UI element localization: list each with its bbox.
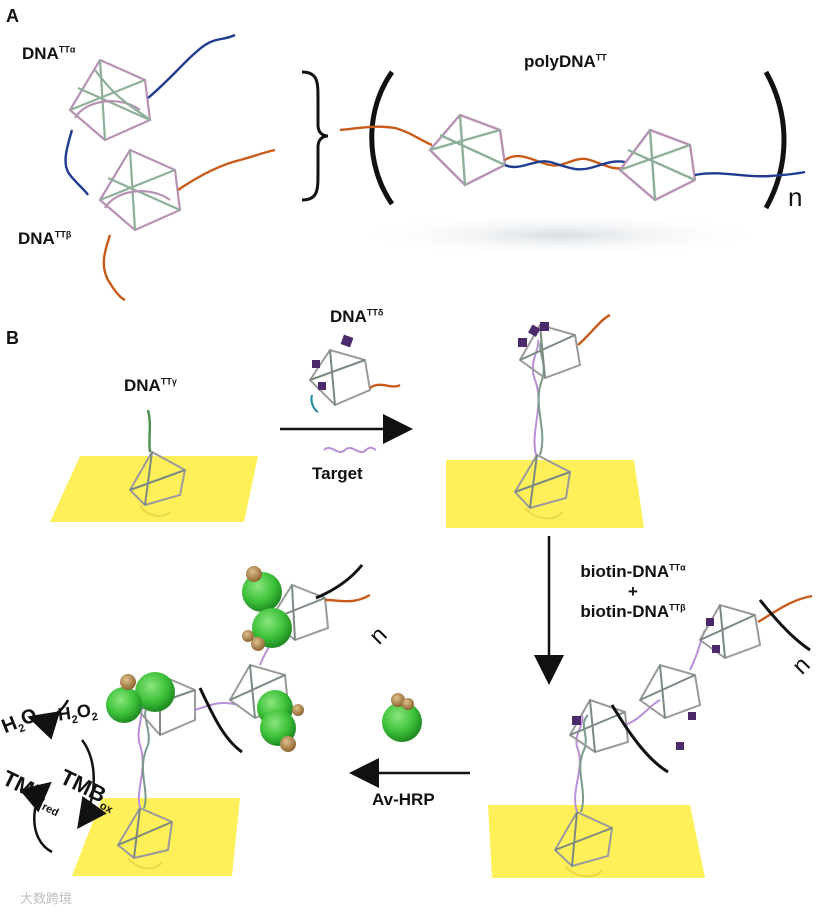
panel-a-letter: A: [6, 6, 19, 26]
panel-a: [64, 33, 806, 302]
panel-b: [19, 313, 813, 878]
tetrahedron-beta: [98, 148, 276, 302]
av-hrp-free: [382, 693, 422, 742]
curly-brace: [301, 70, 329, 202]
target-strand-icon: [323, 446, 377, 453]
tetrahedron-alpha: [64, 33, 236, 196]
gold-electrode-2: [446, 460, 644, 528]
label-biotin-step: biotin-DNATTα + biotin-DNATTβ: [580, 562, 686, 621]
label-av-hrp: Av-HRP: [372, 790, 435, 809]
bracket-arc-br-2: [758, 599, 811, 652]
panel-b-letter: B: [6, 328, 19, 348]
label-dna-alpha: DNATTα: [22, 44, 76, 63]
left-parenthesis: [369, 70, 395, 206]
capture-probe-gamma: [128, 409, 187, 517]
label-dna-delta: DNATTδ: [330, 307, 384, 326]
poly-chain: [339, 113, 806, 257]
bracket-arc-bl-1: [198, 687, 243, 754]
bracket-arc-br-1: [610, 704, 669, 774]
sandwich-complex: [513, 313, 611, 520]
label-dna-gamma: DNATTγ: [124, 376, 177, 395]
label-repeat-n-a: n: [788, 182, 803, 212]
amplified-polymer: [553, 594, 813, 878]
right-parenthesis: [763, 70, 787, 210]
av-hrp-bound: [106, 566, 304, 752]
label-dna-beta: DNATTβ: [18, 229, 72, 248]
label-polydna: polyDNATT: [524, 52, 607, 71]
gold-electrode-1: [50, 456, 258, 522]
watermark: 大数跨境: [20, 891, 73, 906]
label-target: Target: [312, 464, 363, 483]
gold-electrode-3: [488, 805, 705, 878]
redox-cycle: [19, 699, 107, 854]
signal-probe-delta: [308, 334, 401, 413]
bracket-arc-bl-2: [315, 564, 364, 600]
gold-electrode-4: [72, 798, 240, 876]
